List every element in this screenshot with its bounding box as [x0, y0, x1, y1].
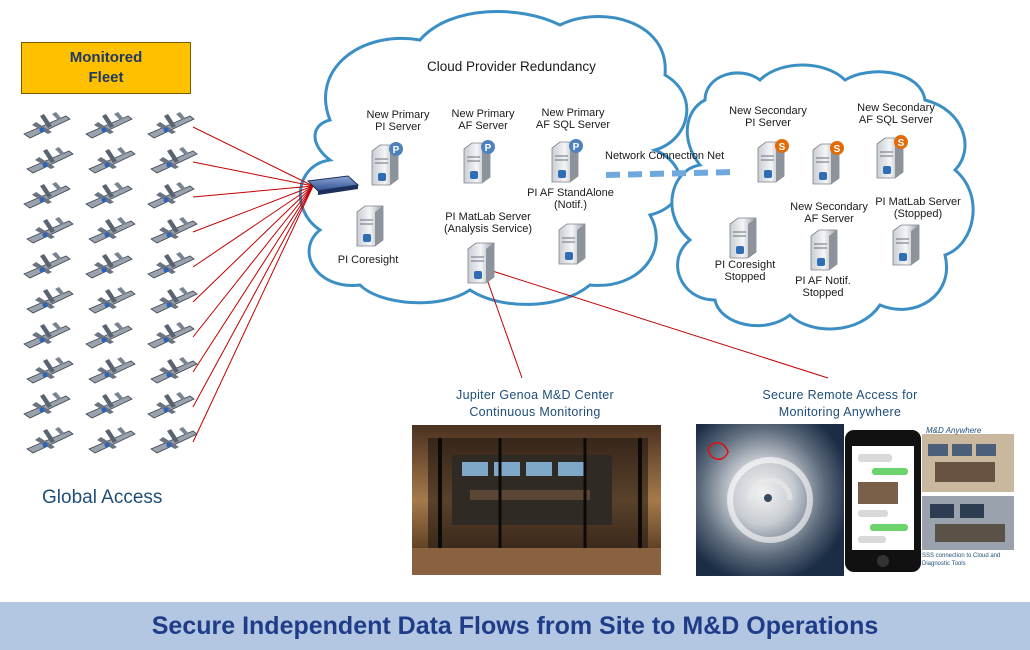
aircraft-icon: [88, 357, 136, 384]
fleet-link: [192, 185, 314, 268]
fleet-link: [192, 185, 314, 443]
secondary-matlab-server-icon: [892, 224, 920, 266]
aircraft-icon: [26, 357, 74, 384]
aircraft-icon: [88, 427, 136, 454]
aircraft-icon: [150, 147, 198, 174]
network-connection-link: [605, 169, 739, 178]
aircraft-icon: [88, 147, 136, 174]
badge-icon: [569, 139, 583, 153]
phone-icon: [845, 430, 921, 572]
fleet-link: [192, 185, 314, 373]
primary-af-server-icon: P: [463, 140, 495, 184]
aircraft-icon: [150, 357, 198, 384]
aircraft-icon: [88, 287, 136, 314]
md-anywhere-panel: [922, 424, 1014, 574]
primary-matlab-server-icon: [467, 242, 495, 284]
fleet-links: [192, 126, 314, 443]
aircraft-icon: [23, 252, 71, 279]
badge-letter: S: [898, 138, 905, 149]
fleet-link: [192, 185, 314, 198]
aircraft-icon: [23, 322, 71, 349]
primary-coresight-label: PI Coresight: [337, 254, 399, 266]
primary-af-sql-server-icon: P: [551, 139, 583, 183]
link-to-center: [482, 267, 523, 379]
fleet-link: [192, 185, 314, 233]
aircraft-icon: [85, 322, 133, 349]
hurricane-image: [696, 424, 844, 576]
link-to-remote: [482, 267, 829, 379]
secondary-matlab-label: PI MatLab Server(Stopped): [875, 196, 961, 220]
aircraft-icon: [85, 392, 133, 419]
secondary-af-sql-server-icon: S: [876, 135, 908, 179]
aircraft-icon: [26, 147, 74, 174]
aircraft-icon: [26, 287, 74, 314]
aircraft-icon: [88, 217, 136, 244]
primary-af-standalone-label: PI AF StandAlone(Notif.): [527, 187, 614, 211]
badge-letter: P: [485, 143, 492, 154]
secondary-af-server-icon: S: [812, 141, 844, 185]
fleet-link: [192, 185, 314, 338]
badge-letter: S: [834, 144, 841, 155]
md-anywhere-note: SSS connection to Cloud and Diagnostic T…: [922, 553, 1001, 567]
badge-icon: [894, 135, 908, 149]
md-anywhere-title: M&D Anywhere: [926, 426, 982, 435]
fleet-title-line2: Fleet: [88, 69, 124, 86]
aircraft-icon: [85, 182, 133, 209]
badge-icon: [775, 139, 789, 153]
primary-af-standalone-icon: [558, 223, 586, 265]
aircraft-icon: [147, 252, 195, 279]
aircraft-icon: [147, 112, 195, 139]
aircraft-icon: [147, 392, 195, 419]
aircraft-icon: [23, 182, 71, 209]
aircraft-icon: [147, 322, 195, 349]
badge-icon: [389, 142, 403, 156]
aircraft-icon: [150, 427, 198, 454]
aircraft-fleet: [23, 112, 198, 454]
aircraft-icon: [147, 182, 195, 209]
primary-pi-server-icon: P: [371, 142, 403, 186]
footer-banner: Secure Independent Data Flows from Site …: [0, 602, 1030, 650]
primary-matlab-label: PI MatLab Server(Analysis Service): [443, 211, 533, 235]
router-icon: [306, 175, 360, 195]
control-room-image: [412, 425, 661, 575]
badge-icon: [481, 140, 495, 154]
badge-letter: S: [779, 142, 786, 153]
fleet-link: [192, 161, 314, 187]
secondary-coresight-server-icon: [729, 217, 757, 259]
aircraft-icon: [85, 112, 133, 139]
fleet-link: [192, 185, 314, 303]
fleet-link: [192, 126, 314, 187]
aircraft-icon: [150, 287, 198, 314]
badge-icon: [830, 141, 844, 155]
secondary-af-notif-server-icon: [810, 229, 838, 271]
fleet-link: [192, 185, 314, 408]
primary-coresight-server-icon: [356, 205, 384, 247]
monitored-fleet-box: Monitored Fleet: [21, 42, 191, 94]
badge-letter: P: [393, 145, 400, 156]
aircraft-icon: [85, 252, 133, 279]
aircraft-icon: [150, 217, 198, 244]
fleet-title-line1: Monitored: [69, 49, 143, 66]
secondary-af-notif-label: PI AF Notif.Stopped: [795, 275, 851, 299]
primary-cloud: [298, 10, 689, 306]
aircraft-icon: [23, 112, 71, 139]
global-access-label: Global Access: [42, 487, 163, 508]
primary-cloud-title: Cloud Provider Redundancy: [427, 59, 596, 74]
aircraft-icon: [26, 427, 74, 454]
network-link-label: Network Connection Net: [605, 150, 725, 162]
aircraft-icon: [23, 392, 71, 419]
badge-letter: P: [573, 142, 580, 153]
aircraft-icon: [26, 217, 74, 244]
secondary-pi-server-icon: S: [757, 139, 789, 183]
